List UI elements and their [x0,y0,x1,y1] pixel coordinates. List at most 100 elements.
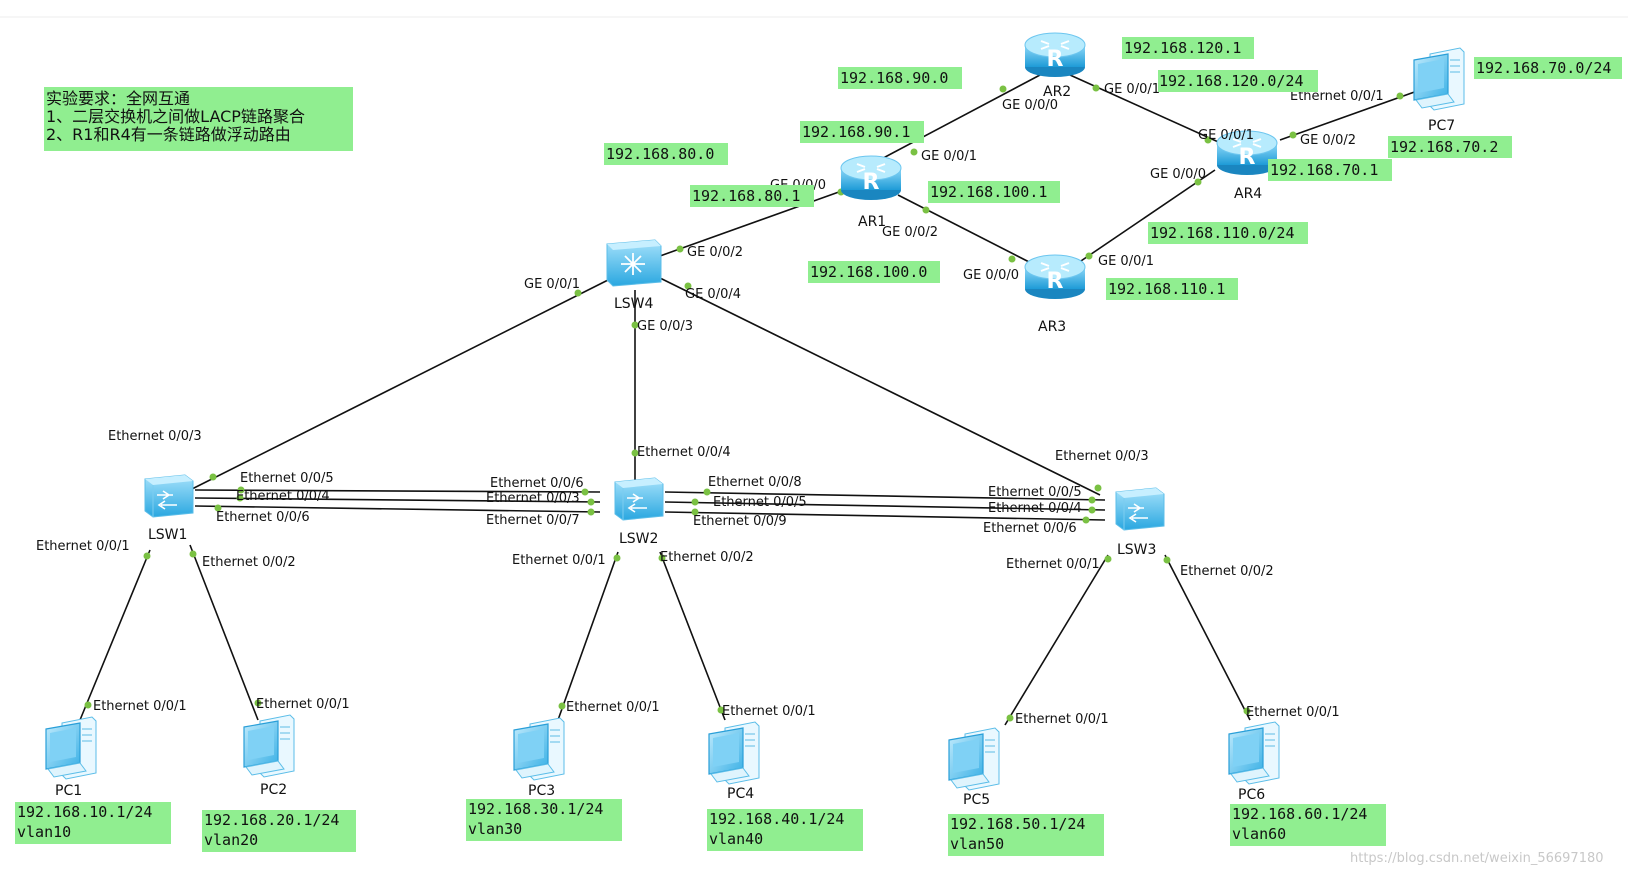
port-label: Ethernet 0/0/5 [988,485,1082,500]
ip-label: 192.168.90.0 [840,69,948,87]
link-lsw4-ar1 [659,187,851,257]
link-lsw2-lsw3-c [664,511,1106,521]
watermark: https://blog.csdn.net/weixin_56697180 [1350,851,1604,866]
port-label: Ethernet 0/0/9 [693,514,787,529]
device-label-lsw2: LSW2 [619,531,658,547]
device-ar3[interactable] [1024,254,1086,300]
port-dots [84,84,1404,722]
port-label: GE 0/0/3 [637,319,693,334]
link-lsw1-pc1 [79,549,151,721]
port-label: Ethernet 0/0/4 [988,501,1082,516]
ip-label: 192.168.70.2 [1390,138,1498,156]
port-label: Ethernet 0/0/5 [240,471,334,486]
link-lsw4-lsw1 [189,277,613,491]
link-lsw2-pc3 [557,551,619,721]
link-ar4-pc7 [1279,89,1421,141]
device-label-pc7: PC7 [1428,118,1455,134]
port-label: Ethernet 0/0/6 [983,521,1077,536]
note-line-3: 2、R1和R4有一条链路做浮动路由 [46,125,291,144]
device-label-lsw4: LSW4 [614,296,654,312]
port-label: GE 0/0/2 [687,245,743,260]
port-label: Ethernet 0/0/1 [722,704,816,719]
pc5-vlan: vlan50 [950,835,1004,853]
link-lsw2-lsw3-b [664,501,1106,511]
device-label-pc5: PC5 [963,792,990,808]
device-pc1[interactable] [45,716,97,780]
device-pc5[interactable] [948,727,1000,791]
ip-label: 192.168.110.0/24 [1150,224,1295,242]
pc2-vlan: vlan20 [204,831,258,849]
device-label-pc4: PC4 [727,786,754,802]
device-label-lsw3: LSW3 [1117,542,1156,558]
ip-label: 192.168.70.0/24 [1476,59,1611,77]
link-lsw2-lsw3-a [664,491,1106,501]
pc-icon [1228,721,1280,785]
port-label: GE 0/0/1 [524,277,580,292]
note-line-2: 1、二层交换机之间做LACP链路聚合 [46,107,305,126]
pc-ip-labels: 192.168.10.1/24 vlan10 192.168.20.1/24 v… [15,799,1386,856]
port-label: Ethernet 0/0/4 [637,445,731,460]
port-label: Ethernet 0/0/2 [660,550,754,565]
ip-label: 192.168.80.0 [606,145,714,163]
port-label: Ethernet 0/0/1 [36,539,130,554]
link-lsw1-lsw2-c [194,505,601,513]
ip-label: 192.168.90.1 [802,123,910,141]
port-label: Ethernet 0/0/1 [1246,705,1340,720]
port-label: GE 0/0/0 [1002,98,1058,113]
port-label: Ethernet 0/0/1 [93,699,187,714]
l3-switch-icon [606,239,662,287]
device-pc4[interactable] [708,721,760,785]
link-lsw1-lsw2-a [194,489,601,493]
port-label: Ethernet 0/0/1 [1006,557,1100,572]
port-label: GE 0/0/1 [1098,254,1154,269]
device-label-pc1: PC1 [55,783,82,799]
device-pc7[interactable] [1413,47,1465,111]
router-icon [840,155,902,201]
port-label: GE 0/0/1 [1198,128,1254,143]
pc6-ip: 192.168.60.1/24 [1232,805,1367,823]
link-lsw2-pc4 [659,551,726,721]
device-label-ar3: AR3 [1038,319,1066,335]
device-pc2[interactable] [243,714,295,778]
links [79,74,1421,726]
link-lsw4-lsw3 [659,277,1101,496]
port-label: Ethernet 0/0/6 [216,510,310,525]
pc-icon [243,714,295,778]
port-label: Ethernet 0/0/5 [713,495,807,510]
device-pc3[interactable] [513,717,565,781]
port-label: Ethernet 0/0/3 [1055,449,1149,464]
ip-label: 192.168.110.1 [1108,280,1225,298]
pc2-ip: 192.168.20.1/24 [204,811,339,829]
pc4-vlan: vlan40 [709,830,763,848]
port-label: Ethernet 0/0/7 [486,513,580,528]
link-ar1-ar2 [869,74,1041,166]
ip-label: 192.168.120.0/24 [1159,72,1304,90]
requirement-note: 实验要求：全网互通 1、二层交换机之间做LACP链路聚合 2、R1和R4有一条链… [44,87,353,151]
device-lsw3[interactable] [1115,487,1165,531]
router-icon [1024,254,1086,300]
pc-icon [45,716,97,780]
router-icon [1024,32,1086,78]
ip-label: 192.168.120.1 [1124,39,1241,57]
device-lsw2[interactable] [614,477,664,521]
pc-icon [948,727,1000,791]
pc3-vlan: vlan30 [468,820,522,838]
port-label: Ethernet 0/0/1 [1290,89,1384,104]
link-lsw3-pc5 [1004,554,1109,726]
pc6-vlan: vlan60 [1232,825,1286,843]
ip-labels: 192.168.120.1 192.168.120.0/24 192.168.9… [604,37,1622,300]
port-labels: GE 0/0/0 GE 0/0/1 GE 0/0/1 GE 0/0/0 GE 0… [36,82,1384,727]
device-lsw1[interactable] [144,474,194,518]
port-label: GE 0/0/2 [882,225,938,240]
device-ar1[interactable] [840,155,902,201]
device-ar2[interactable] [1024,32,1086,78]
pc-icon [1413,47,1465,111]
device-pc6[interactable] [1228,721,1280,785]
link-ar3-ar4 [1074,169,1216,266]
device-label-pc3: PC3 [528,783,555,799]
device-lsw4[interactable] [606,239,662,287]
device-label-pc6: PC6 [1238,787,1265,803]
port-label: GE 0/0/4 [685,287,741,302]
device-label-ar4: AR4 [1234,186,1262,202]
